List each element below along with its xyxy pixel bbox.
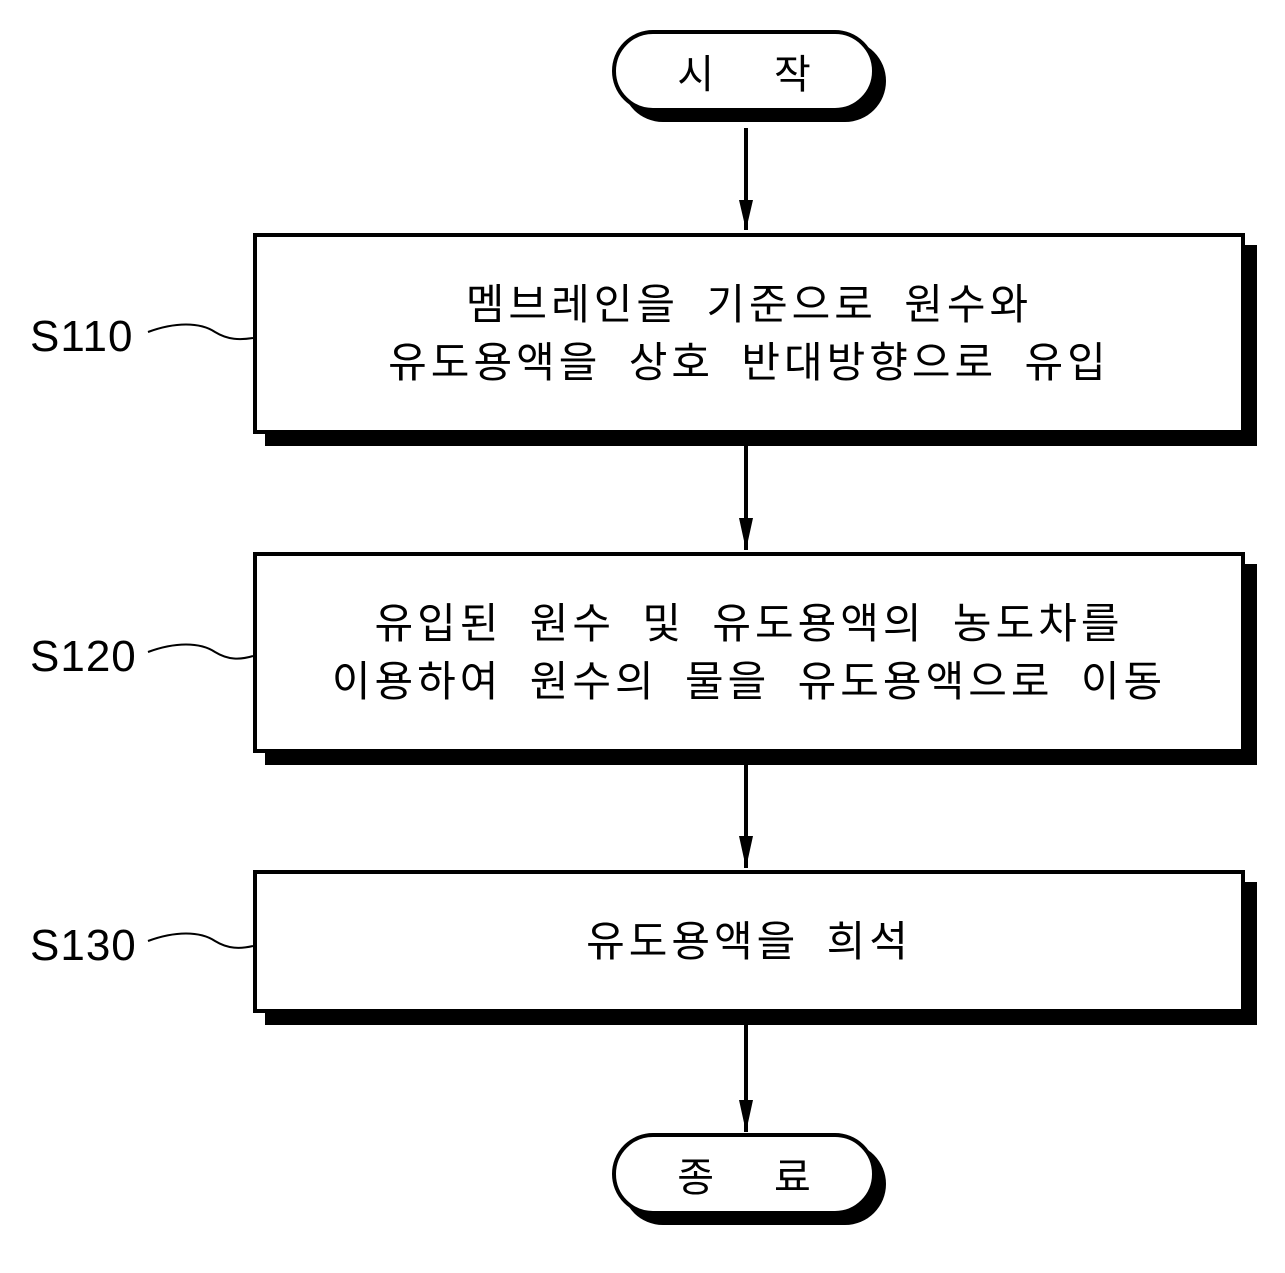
arrowhead-start-to-s110 <box>739 200 753 230</box>
leader-s120 <box>147 643 254 660</box>
s110-line-1: 멤브레인을 기준으로 원수와 <box>465 279 1033 329</box>
step-label-s110: S110 <box>30 312 134 361</box>
process-box-s110: 멤브레인을 기준으로 원수와 유도용액을 상호 반대방향으로 유입 <box>253 233 1245 434</box>
start-terminal: 시 작 <box>612 30 876 112</box>
leader-s130 <box>147 932 254 949</box>
arrowhead-s110-to-s120 <box>739 518 753 550</box>
process-box-s130: 유도용액을 희석 <box>253 870 1245 1013</box>
arrowhead-s130-to-end <box>739 1100 753 1132</box>
s130-line-1: 유도용액을 희석 <box>586 916 912 966</box>
start-char-1: 시 <box>677 52 714 98</box>
s120-line-2: 이용하여 원수의 물을 유도용액으로 이동 <box>331 656 1167 706</box>
leader-s110 <box>147 323 254 341</box>
process-box-s120: 유입된 원수 및 유도용액의 농도차를 이용하여 원수의 물을 유도용액으로 이… <box>253 552 1245 753</box>
s110-line-2: 유도용액을 상호 반대방향으로 유입 <box>388 337 1110 387</box>
end-char-1: 종 <box>677 1155 714 1201</box>
step-label-s130: S130 <box>30 921 137 970</box>
arrowhead-s120-to-s130 <box>739 836 753 868</box>
step-label-s120: S120 <box>30 632 137 681</box>
end-char-2: 료 <box>774 1155 811 1201</box>
end-terminal: 종 료 <box>612 1133 876 1215</box>
start-char-2: 작 <box>774 52 811 98</box>
s120-line-1: 유입된 원수 및 유도용액의 농도차를 <box>374 598 1124 648</box>
